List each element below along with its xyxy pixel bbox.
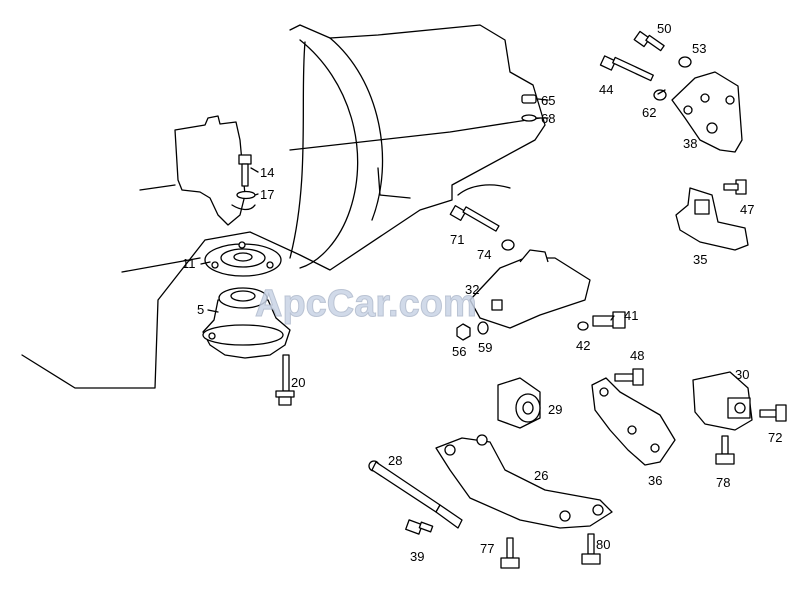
washer-17 bbox=[236, 190, 256, 200]
label-36: 36 bbox=[648, 473, 662, 488]
part-labels: 14 17 11 5 20 50 53 44 62 38 65 68 47 35… bbox=[182, 21, 782, 564]
bolt-50 bbox=[633, 30, 665, 52]
washer-59 bbox=[477, 321, 489, 335]
bolt-77 bbox=[500, 537, 520, 569]
washer-74 bbox=[501, 239, 515, 251]
label-11: 11 bbox=[182, 256, 196, 271]
washer-42 bbox=[577, 321, 589, 331]
bolt-71 bbox=[449, 205, 500, 232]
label-71: 71 bbox=[450, 232, 464, 247]
label-14: 14 bbox=[260, 165, 274, 180]
bolt-14 bbox=[238, 154, 252, 187]
bolt-72 bbox=[759, 404, 787, 422]
label-41: 41 bbox=[624, 308, 638, 323]
label-48: 48 bbox=[630, 348, 644, 363]
label-74: 74 bbox=[477, 247, 491, 262]
label-20: 20 bbox=[291, 375, 305, 390]
label-29: 29 bbox=[548, 402, 562, 417]
bolt-80 bbox=[581, 533, 601, 565]
watermark-text: ApcCar.com bbox=[255, 283, 477, 325]
transmission-bracket bbox=[174, 115, 256, 226]
bracket-36 bbox=[591, 377, 676, 466]
label-53: 53 bbox=[692, 41, 706, 56]
washer-62 bbox=[653, 89, 667, 101]
bolt-44 bbox=[599, 55, 654, 82]
washer-53 bbox=[678, 56, 692, 68]
nut-56 bbox=[456, 323, 471, 341]
label-38: 38 bbox=[683, 136, 697, 151]
label-32: 32 bbox=[465, 282, 479, 297]
bolt-47 bbox=[723, 179, 747, 195]
label-47: 47 bbox=[740, 202, 754, 217]
stud-20 bbox=[275, 354, 295, 406]
label-59: 59 bbox=[478, 340, 492, 355]
transmission-housing bbox=[21, 24, 546, 389]
bolt-78 bbox=[715, 435, 735, 465]
label-26: 26 bbox=[534, 468, 548, 483]
bolt-41 bbox=[592, 311, 626, 329]
washer-68 bbox=[521, 114, 537, 122]
mount-plate-11 bbox=[204, 241, 282, 277]
label-28: 28 bbox=[388, 453, 402, 468]
label-80: 80 bbox=[596, 537, 610, 552]
bracket-35 bbox=[675, 187, 749, 251]
bushing-29 bbox=[497, 377, 541, 429]
engine-mount-5 bbox=[202, 287, 291, 359]
bracket-38 bbox=[671, 71, 743, 153]
leader-lines bbox=[200, 89, 666, 321]
strut-28 bbox=[368, 460, 463, 529]
label-30: 30 bbox=[735, 367, 749, 382]
nut-65 bbox=[521, 94, 537, 104]
label-78: 78 bbox=[716, 475, 730, 490]
label-5: 5 bbox=[197, 302, 204, 317]
label-50: 50 bbox=[657, 21, 671, 36]
mount-32 bbox=[469, 249, 591, 329]
bolt-39 bbox=[405, 519, 434, 535]
label-77: 77 bbox=[480, 541, 494, 556]
crossmember-26 bbox=[435, 434, 613, 529]
label-56: 56 bbox=[452, 344, 466, 359]
bolt-48 bbox=[614, 368, 644, 386]
mount-30 bbox=[692, 371, 753, 431]
label-17: 17 bbox=[260, 187, 274, 202]
label-42: 42 bbox=[576, 338, 590, 353]
label-44: 44 bbox=[599, 82, 613, 97]
label-62: 62 bbox=[642, 105, 656, 120]
label-72: 72 bbox=[768, 430, 782, 445]
label-35: 35 bbox=[693, 252, 707, 267]
label-39: 39 bbox=[410, 549, 424, 564]
